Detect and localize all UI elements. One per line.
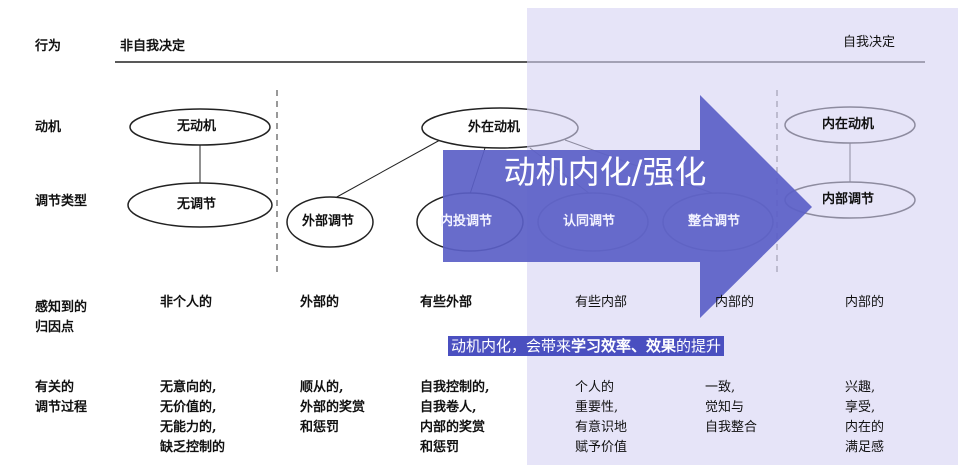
ellipse-amotivation — [129, 108, 271, 146]
process-3: 自我控制的, 自我卷人, 内部的奖赏 和惩罚 — [420, 380, 490, 455]
row-label-process: 有关的 调节过程 — [35, 380, 88, 415]
row-label-locus: 感知到的 归因点 — [35, 300, 88, 335]
caption-text: 动机内化，会带来 — [451, 337, 572, 355]
label-intrinsic-regulation: 内部调节 — [822, 192, 875, 207]
locus-3: 有些外部 — [420, 295, 473, 310]
label-integrated: 整合调节 — [688, 214, 741, 229]
caption-banner: 动机内化，会带来学习效率、效果的提升 — [448, 336, 725, 356]
row-label-motivation: 动机 — [35, 120, 62, 135]
row-label-behavior: 行为 — [35, 39, 62, 54]
arrow-shape — [443, 95, 812, 318]
label-extrinsic: 外在动机 — [468, 120, 521, 135]
process-1: 无意向的, 无价值的, 无能力的, 缺乏控制的 — [160, 380, 226, 455]
label-intrinsic: 内在动机 — [822, 117, 875, 132]
arrow-label: 动机内化/强化 — [503, 153, 707, 191]
label-non-regulation: 无调节 — [177, 197, 217, 212]
locus-4: 有些内部 — [575, 295, 628, 310]
label-external: 外部调节 — [302, 214, 355, 229]
locus-5: 内部的 — [715, 295, 755, 310]
locus-1: 非个人的 — [160, 295, 213, 310]
connector — [334, 139, 441, 199]
locus-6: 内部的 — [845, 295, 885, 310]
label-identified: 认同调节 — [563, 214, 616, 229]
caption-text-end: 的提升 — [676, 337, 722, 355]
locus-2: 外部的 — [300, 295, 340, 310]
process-2: 顺从的, 外部的奖赏 和惩罚 — [300, 380, 366, 435]
self-determined: 自我决定 — [843, 35, 896, 50]
process-6: 兴趣, 享受, 内在的 满足感 — [845, 380, 885, 455]
ellipse-non-regulation — [127, 182, 273, 228]
process-4: 个人的 重要性, 有意识地 赋予价值 — [575, 380, 628, 455]
non-self-determined: 非自我决定 — [120, 39, 186, 54]
caption-emphasis: 学习效率、效果 — [571, 337, 677, 355]
label-introjected: 内投调节 — [440, 214, 493, 229]
process-5: 一致, 觉知与 自我整合 — [705, 380, 758, 435]
row-label-regulation: 调节类型 — [35, 194, 88, 209]
ellipse-external — [286, 196, 374, 248]
label-amotivation: 无动机 — [177, 119, 217, 134]
